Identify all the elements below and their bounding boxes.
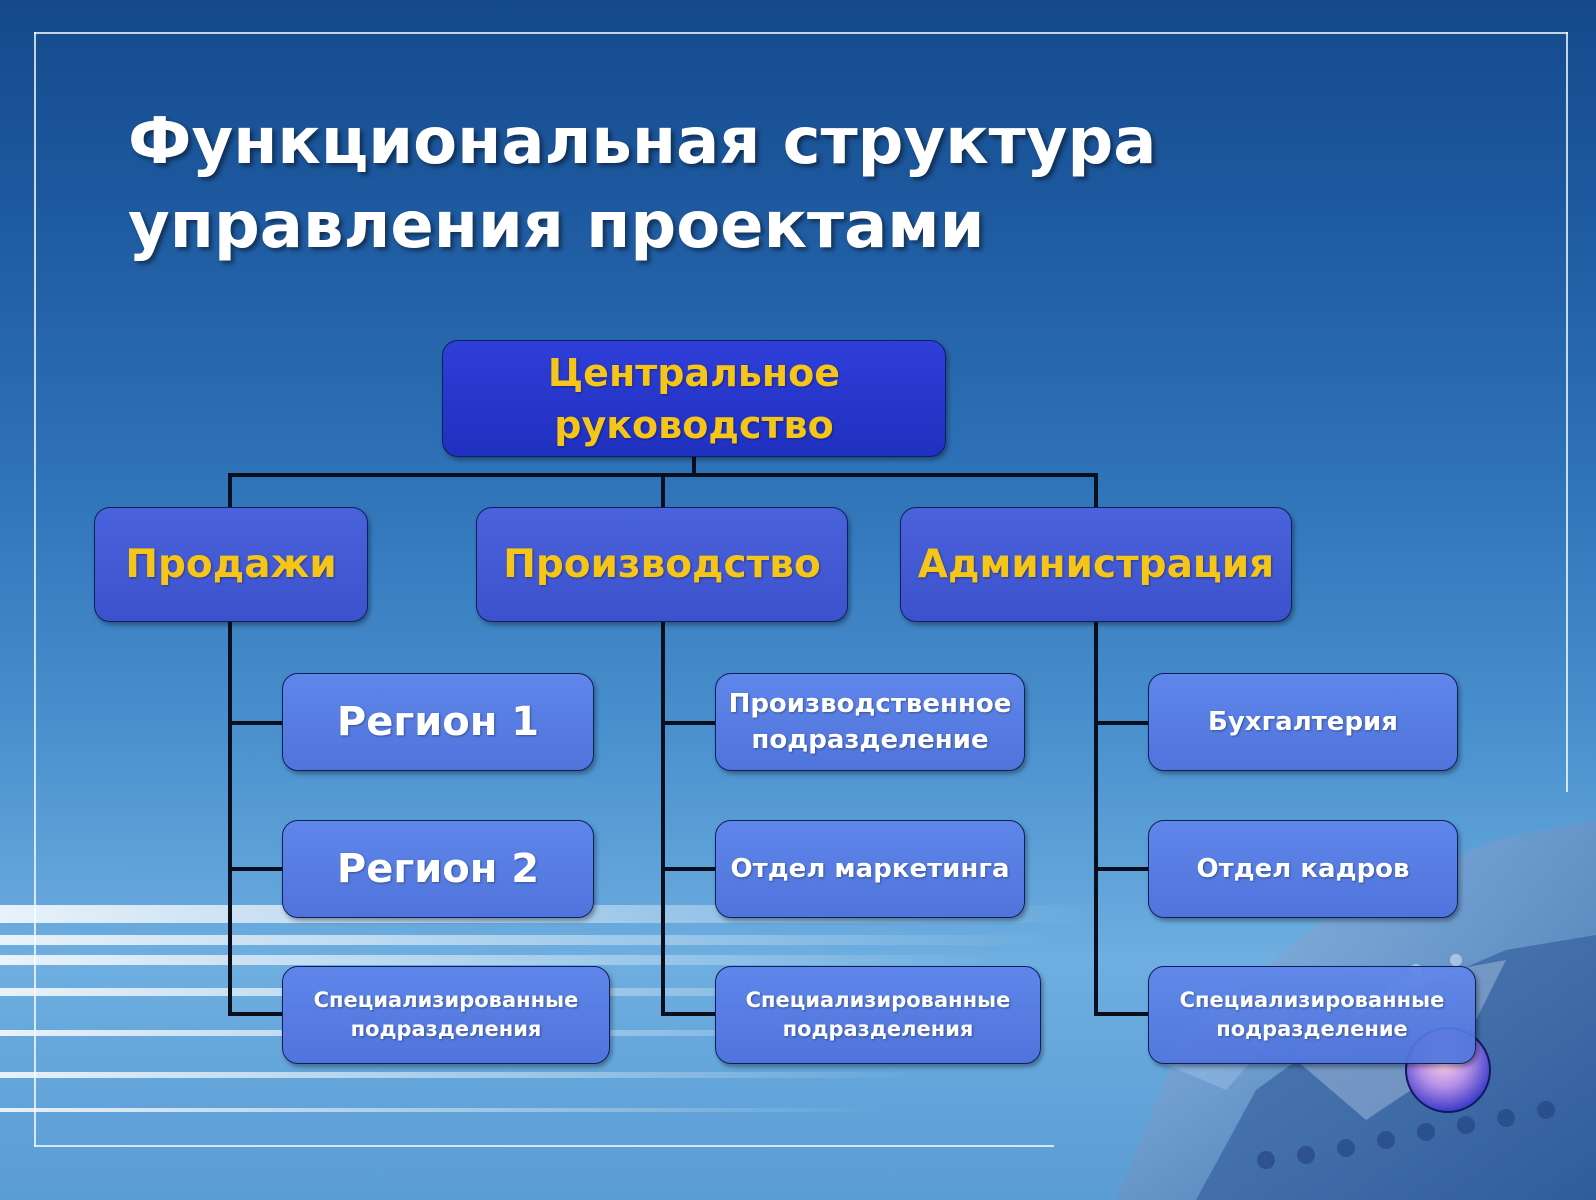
connector-production-trunk	[661, 622, 665, 1016]
unit-production-specialized-line-1: Специализированные	[745, 988, 1011, 1012]
connector-sales-trunk	[228, 622, 232, 1016]
unit-hr-box: Отдел кадров	[1148, 820, 1458, 918]
unit-marketing-box: Отдел маркетинга	[715, 820, 1025, 918]
slide-title: Функциональная структура управления прое…	[128, 100, 1228, 268]
department-administration-box: Администрация	[900, 507, 1292, 622]
connector-administration-unit-2	[1094, 867, 1148, 871]
department-production-label: Производство	[503, 542, 821, 587]
unit-sales-specialized-box: Специализированные подразделения	[282, 966, 610, 1064]
central-management-box: Центральное руководство	[442, 340, 946, 457]
department-production-box: Производство	[476, 507, 848, 622]
unit-production-specialized-box: Специализированные подразделения	[715, 966, 1041, 1064]
unit-accounting-label: Бухгалтерия	[1208, 707, 1398, 737]
unit-production-division-line-2: подразделение	[751, 725, 989, 755]
unit-production-division-line-1: Производственное	[728, 689, 1012, 719]
unit-region-1-box: Регион 1	[282, 673, 594, 771]
title-line-2: управления проектами	[128, 189, 985, 263]
frame-left-line	[34, 32, 36, 1146]
department-sales-box: Продажи	[94, 507, 368, 622]
title-line-1: Функциональная структура	[128, 105, 1157, 179]
unit-region-2-label: Регион 2	[336, 846, 540, 892]
connector-to-sales	[228, 473, 232, 507]
connector-sales-unit-1	[228, 721, 282, 725]
connector-sales-unit-3	[228, 1012, 282, 1016]
unit-accounting-box: Бухгалтерия	[1148, 673, 1458, 771]
connector-administration-unit-1	[1094, 721, 1148, 725]
unit-hr-label: Отдел кадров	[1196, 854, 1410, 884]
central-management-line-2: руководство	[554, 402, 834, 447]
unit-sales-specialized-line-2: подразделения	[350, 1017, 542, 1041]
frame-right-line	[1566, 32, 1568, 792]
unit-administration-specialized-box: Специализированные подразделение	[1148, 966, 1476, 1064]
connector-administration-unit-3	[1094, 1012, 1148, 1016]
connector-production-unit-1	[661, 721, 715, 725]
unit-administration-specialized-line-1: Специализированные	[1179, 988, 1445, 1012]
connector-production-unit-2	[661, 867, 715, 871]
unit-sales-specialized-line-1: Специализированные	[313, 988, 579, 1012]
light-stripe	[0, 955, 1000, 965]
connector-production-unit-3	[661, 1012, 715, 1016]
unit-production-specialized-line-2: подразделения	[782, 1017, 974, 1041]
frame-top-line	[34, 32, 1568, 34]
light-stripe	[0, 935, 1050, 945]
connector-administration-trunk	[1094, 622, 1098, 1016]
unit-region-1-label: Регион 1	[336, 699, 540, 745]
unit-marketing-label: Отдел маркетинга	[730, 854, 1010, 884]
department-administration-label: Администрация	[917, 542, 1275, 587]
connector-to-administration	[1094, 473, 1098, 507]
unit-production-division-box: Производственное подразделение	[715, 673, 1025, 771]
department-sales-label: Продажи	[125, 542, 337, 587]
connector-sales-unit-2	[228, 867, 282, 871]
light-stripe	[0, 1072, 920, 1078]
light-stripe	[0, 1108, 880, 1112]
unit-administration-specialized-line-2: подразделение	[1216, 1017, 1408, 1041]
connector-root-down	[692, 457, 696, 475]
connector-to-production	[661, 473, 665, 507]
central-management-line-1: Центральное	[547, 350, 841, 395]
frame-bottom-line	[34, 1145, 1054, 1147]
unit-region-2-box: Регион 2	[282, 820, 594, 918]
